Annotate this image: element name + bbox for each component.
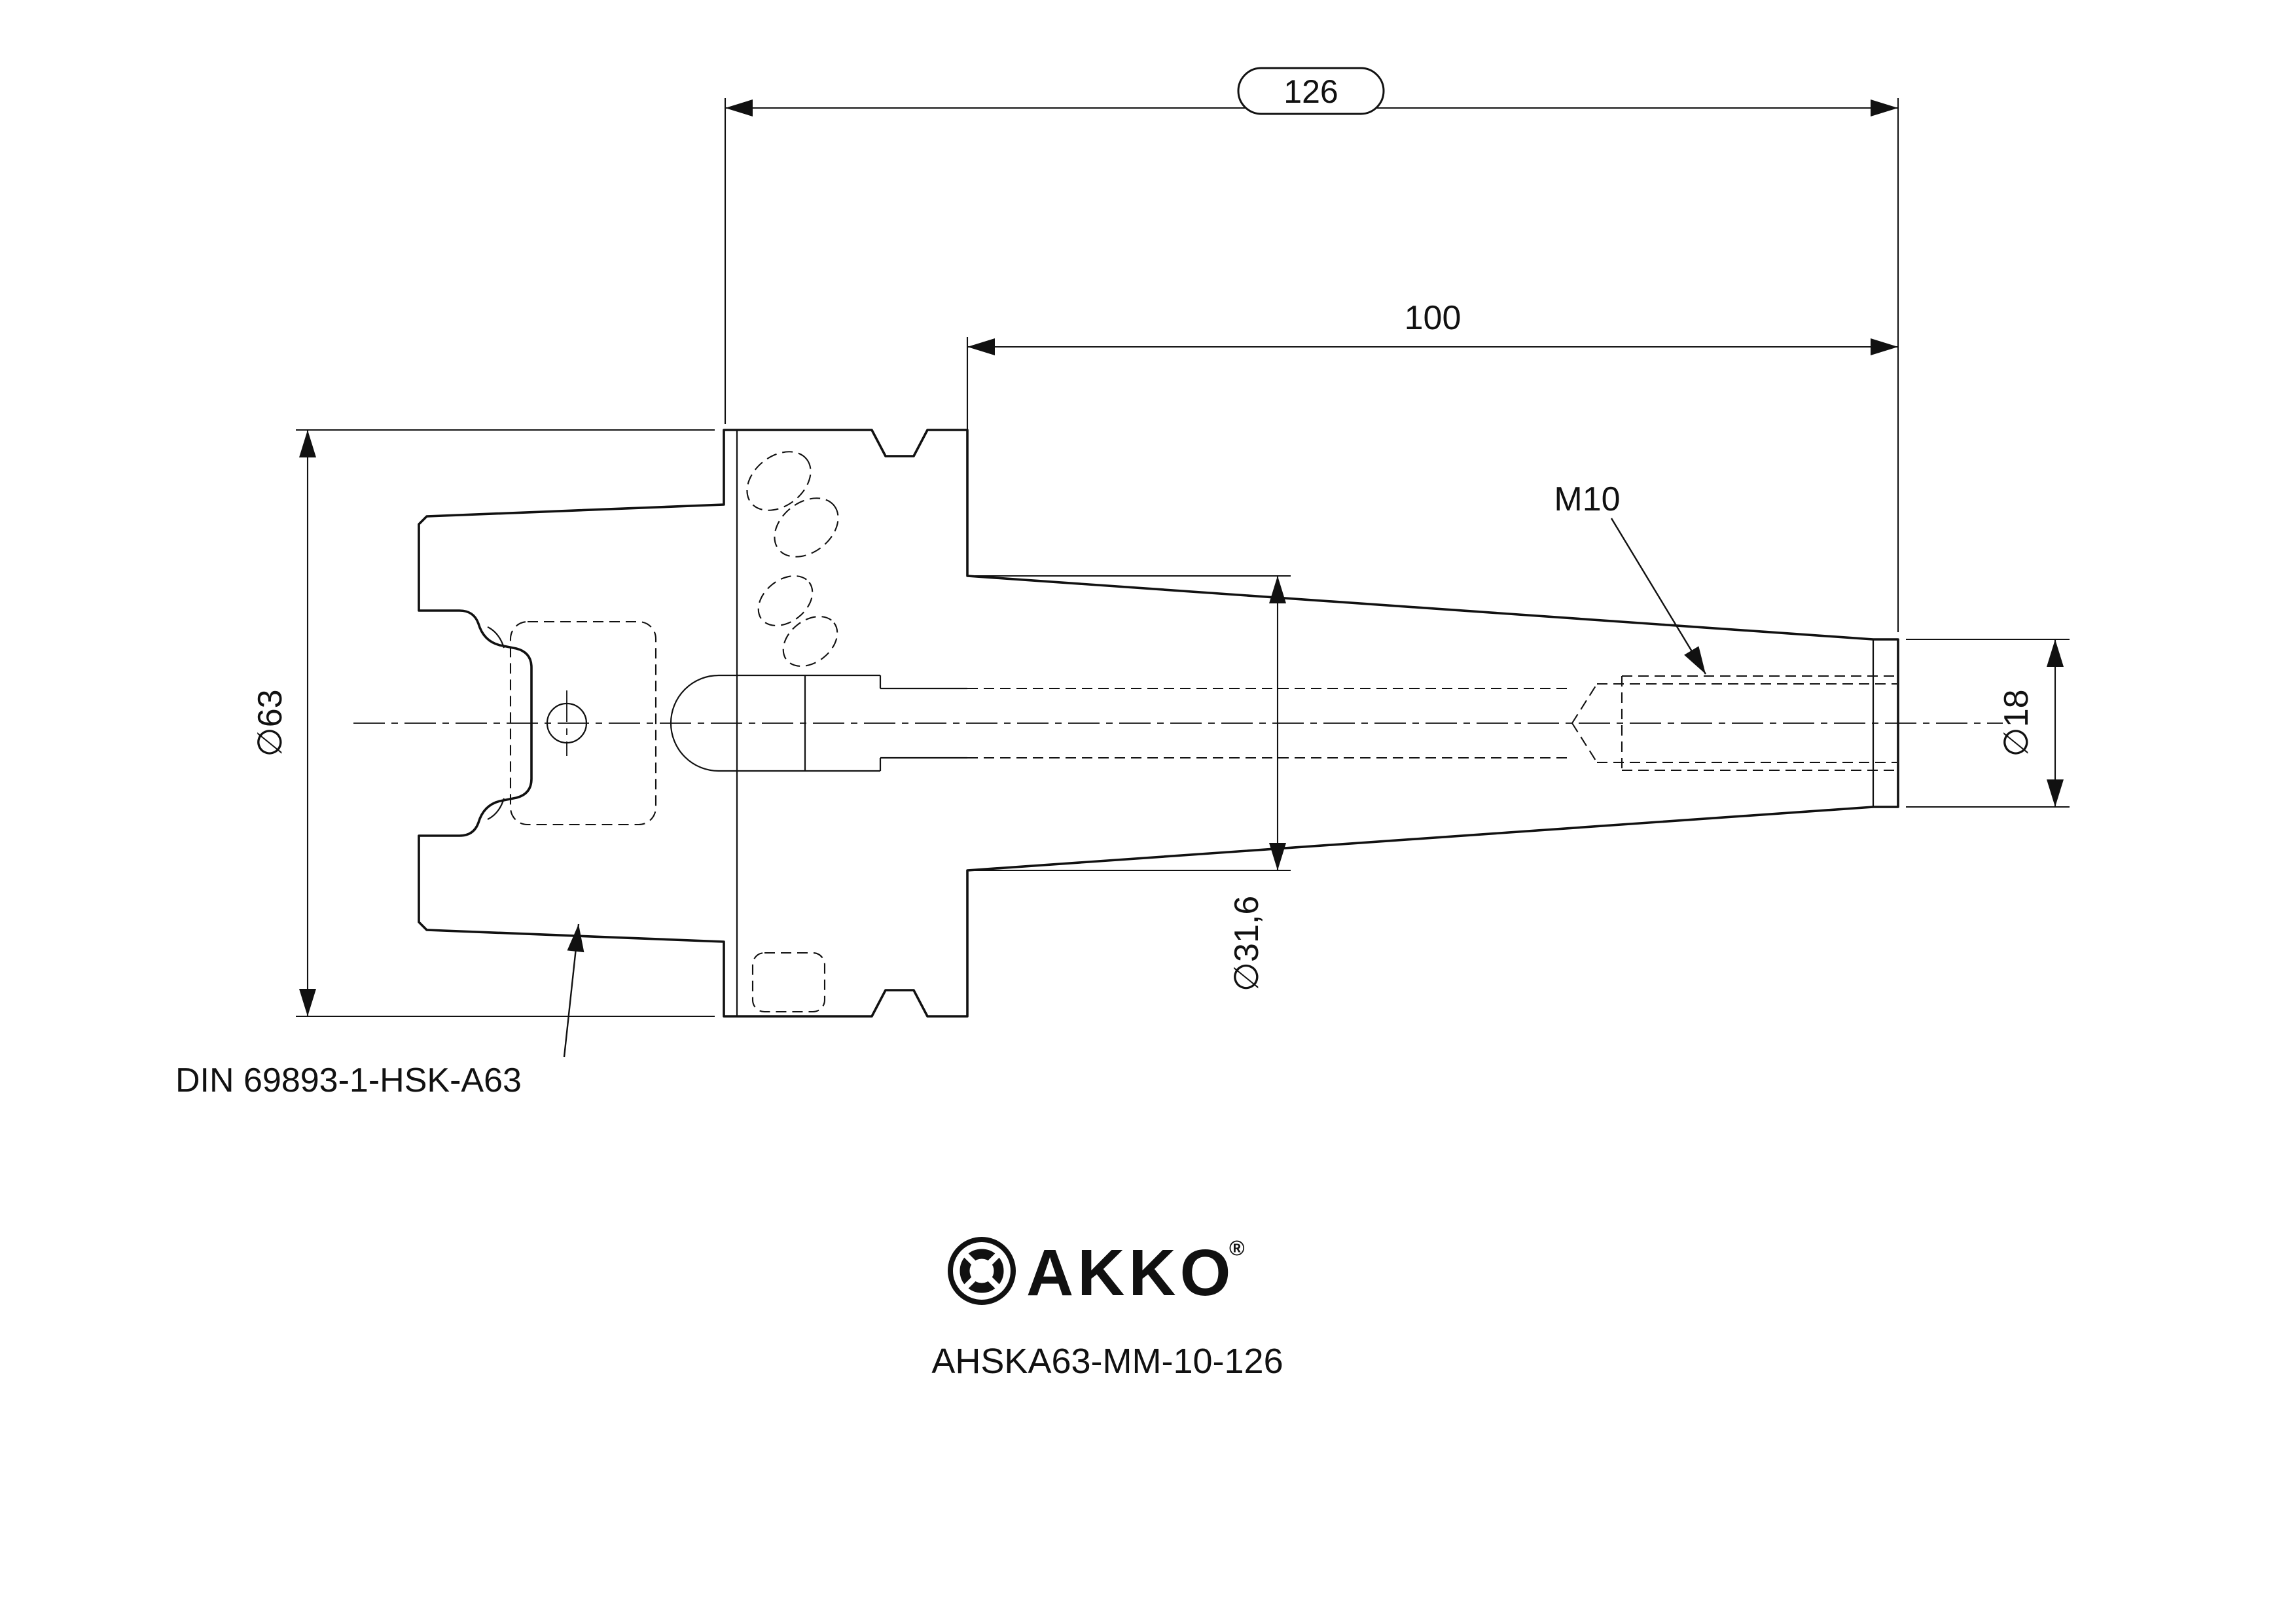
standard-label: DIN 69893-1-HSK-A63 <box>175 1061 522 1099</box>
hidden-detail-lines <box>509 451 1897 1013</box>
dimension-label-taper-length: 100 <box>1405 299 1462 337</box>
flange-hole-hidden-upper <box>746 451 839 558</box>
leader-line <box>563 923 584 1058</box>
m10-thread-hidden <box>1597 675 1897 772</box>
footer-branding: AKKO ® AHSKA63-MM-10-126 <box>931 1236 1283 1381</box>
leader-line <box>1610 518 1707 675</box>
cavity-detail-arc-bottom <box>487 798 505 820</box>
annotation-thread: M10 <box>1554 480 1707 675</box>
side-hole <box>546 702 588 744</box>
product-code: AHSKA63-MM-10-126 <box>931 1342 1283 1381</box>
part-outline <box>418 429 1899 1018</box>
annotation-standard: DIN 69893-1-HSK-A63 <box>175 923 584 1099</box>
cavity-detail-arc-top <box>487 626 505 649</box>
centerlines <box>353 690 2003 756</box>
registered-mark: ® <box>1229 1236 1245 1260</box>
dimension-taper-length: 100 <box>966 299 1898 568</box>
shank-internal-cavity-hidden <box>509 620 657 826</box>
basic-dimension-frame <box>1237 67 1385 115</box>
dimension-label-overall-length: 126 <box>1283 73 1338 110</box>
dimension-flange-diameter: ∅63 <box>251 429 715 1018</box>
thread-label: M10 <box>1554 480 1620 518</box>
drive-slot-hidden <box>751 952 826 1013</box>
brand-name: AKKO <box>1026 1236 1234 1310</box>
dimension-label-taper-big-diameter: ∅31,6 <box>1228 896 1266 992</box>
dimension-overall-length: 126 <box>724 67 1899 632</box>
dimension-label-tip-diameter: ∅18 <box>1998 689 2036 757</box>
dimension-tip-diameter: ∅18 <box>1906 638 2070 808</box>
akko-logo-icon <box>948 1237 1016 1305</box>
part-view <box>418 429 1899 1018</box>
dimension-label-flange-diameter: ∅63 <box>251 689 289 757</box>
flange-hole-hidden-mid <box>757 575 838 667</box>
dimension-taper-big-diameter: ∅31,6 <box>975 575 1291 992</box>
clamping-set <box>670 674 967 772</box>
